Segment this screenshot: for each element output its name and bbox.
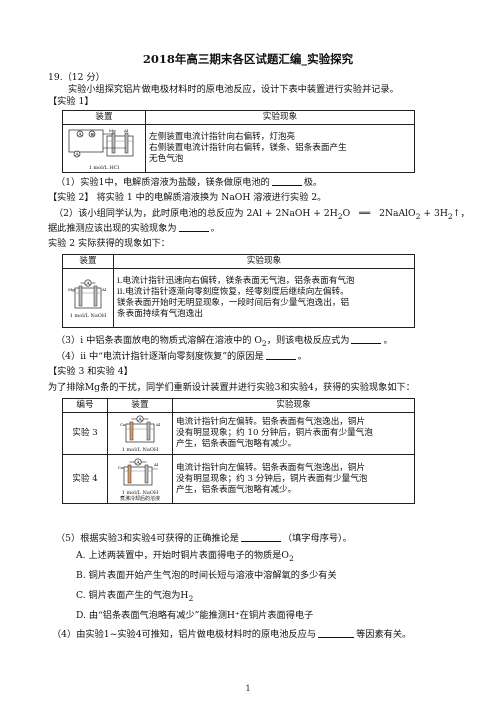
- exp1-row: 右侧装置电流计指针向右偏转，镁条、铝条表面产生: [149, 143, 347, 153]
- svg-text:A: A: [135, 459, 140, 465]
- answer-blank[interactable]: [240, 532, 281, 542]
- exp2-th-device: 装置: [62, 254, 114, 269]
- option-d[interactable]: D. 由“铝条表面气泡略有减少”能推测H⁺在铜片表面得电子: [76, 610, 314, 621]
- exp2-apparatus-diagram: A Mg Al: [68, 278, 107, 308]
- exp1-th-device: 装置: [62, 110, 146, 125]
- svg-text:A: A: [137, 417, 142, 423]
- exp3-row: 产生，铝条表面气泡略有减少。: [176, 439, 297, 449]
- exp4-row: 电流计指针向左偏转。铝条表面有气泡逸出，铜片: [176, 462, 366, 473]
- q2-line: （2）该小组同学认为，此时原电池的总反应为 2Al + 2NaOH + 2H2O…: [54, 208, 470, 221]
- exp2-row: 条表面持续有气泡逸出: [117, 309, 203, 319]
- exp4-apparatus-diagram: A Cu Al: [118, 457, 159, 485]
- svg-text:Al: Al: [101, 287, 107, 292]
- exp1-apparatus-cell: A ⊗ A Mg Al 1 mol/L HCl: [62, 124, 146, 173]
- exp34-heading: 【实验 3 和实验 4】: [48, 366, 133, 377]
- exp34-th-num: 编号: [62, 398, 108, 413]
- svg-text:Al: Al: [123, 128, 129, 133]
- exp1-heading: 【实验 1】: [48, 96, 94, 107]
- svg-text:Cu: Cu: [118, 465, 124, 470]
- option-b[interactable]: B. 铜片表面开始产生气泡的时间长短与溶液中溶解氧的多少有关: [76, 570, 337, 581]
- exp4-caption-b: 煮沸冷却后的溶液: [119, 495, 160, 502]
- exp1-apparatus-diagram: A ⊗ A Mg Al: [68, 128, 134, 158]
- exp3-row: 没有明显现象；约 10 分钟后，铜片表面有少量气泡: [176, 428, 373, 438]
- exp3-label: 实验 3: [62, 412, 108, 455]
- answer-blank[interactable]: [178, 222, 209, 232]
- svg-text:Al: Al: [155, 422, 161, 427]
- svg-text:⊗: ⊗: [90, 132, 94, 138]
- answer-blank[interactable]: [271, 176, 302, 186]
- exp2-table: 装置 实验现象 A Mg Al 1 mol/L NaOH i.电流计指针迅速向右…: [62, 254, 415, 328]
- exp1-phenomenon-cell: 左侧装置电流计指针向右偏转，灯泡亮 右侧装置电流计指针向右偏转，镁条、铝条表面产…: [145, 124, 415, 173]
- doc-title: 2018年高三期末各区试题汇编_实验探究: [142, 52, 354, 66]
- exp34-table: 编号 装置 实验现象 实验 3 A Cu Al 1 mol/L NaOH 电流计…: [62, 398, 415, 504]
- exp2-row: 镁条表面开始时无明显现象，一段时间后有少量气泡逸出，铝: [117, 298, 350, 308]
- exp2-apparatus-cell: A Mg Al 1 mol/L NaOH: [62, 268, 114, 328]
- exp1-table: 装置 实验现象 A ⊗ A Mg Al 1 mol/L HCl: [62, 110, 415, 173]
- exp3-row: 电流计指针向左偏转。铝条表面有气泡逸出，铜片: [176, 417, 366, 427]
- exp2-phenomenon-cell: i.电流计指针迅速向右偏转，镁条表面无气泡，铝条表面有气泡 ii.电流计指针逐渐…: [113, 268, 415, 328]
- exp1-th-phenomenon: 实验现象: [145, 110, 415, 125]
- exp2-th-phenomenon: 实验现象: [113, 254, 415, 269]
- question-number: 19.（12 分）: [48, 72, 105, 83]
- q4-line: （4）ii 中“电流计指针逐渐向零刻度恢复”的原因是。: [56, 350, 307, 362]
- exp4-row: 产生，铝条表面气泡略有减少。: [176, 484, 297, 495]
- svg-text:A: A: [74, 152, 79, 158]
- answer-blank[interactable]: [265, 350, 296, 360]
- answer-blank[interactable]: [318, 628, 355, 638]
- exp4-row: 没有明显现象；约 3 分钟后，铜片表面有少量气泡: [176, 473, 368, 484]
- exp2-heading-line: 【实验 2】 将实验 1 中的电解质溶液换为 NaOH 溶液进行实验 2。: [48, 192, 327, 203]
- answer-blank[interactable]: [351, 334, 382, 344]
- exp4-label: 实验 4: [62, 454, 108, 504]
- q6-line: （4）由实验1~实验4可推知，铝片做电极材料时的原电池反应与等因素有关。: [52, 628, 412, 640]
- exp1-caption: 1 mol/L HCl: [88, 165, 120, 171]
- exp1-row: 左侧装置电流计指针向右偏转，灯泡亮: [149, 132, 296, 142]
- svg-text:Mg: Mg: [109, 128, 116, 133]
- option-a[interactable]: A. 上述两装置中，开始时铜片表面得电子的物质是O2: [76, 550, 294, 563]
- exp34-intro: 为了排除Mg条的干扰，同学们重新设计装置并进行实验3和实验4，获得的实验现象如下…: [48, 382, 415, 393]
- exp3-apparatus-diagram: A Cu Al: [120, 415, 161, 443]
- exp34-th-phenomenon: 实验现象: [172, 398, 415, 413]
- q2-line2: 据此推测应该出现的实验现象为。: [48, 222, 220, 234]
- exp3-apparatus-cell: A Cu Al 1 mol/L NaOH: [107, 412, 173, 455]
- intro-text: 实验小组探究铝片做电极材料时的原电池反应，设计下表中装置进行实验并记录。: [68, 84, 399, 95]
- exp2-row: ii.电流计指针逐渐向零刻度恢复，经零刻度后继续向左偏转。: [117, 287, 349, 297]
- svg-text:A: A: [85, 280, 90, 286]
- exp3-caption: 1 mol/L NaOH: [121, 447, 159, 453]
- exp2-caption: 1 mol/L NaOH: [69, 312, 107, 319]
- exp4-apparatus-cell: A Cu Al 1 mol/L NaOH 煮沸冷却后的溶液: [107, 454, 173, 504]
- exp1-row: 无色气泡: [149, 154, 184, 164]
- exp4-caption-a: 1 mol/L NaOH: [121, 489, 159, 496]
- exp2-intro: 实验 2 实际获得的现象如下：: [48, 238, 170, 249]
- svg-text:A: A: [77, 132, 82, 138]
- exp3-phenomenon-cell: 电流计指针向左偏转。铝条表面有气泡逸出，铜片 没有明显现象；约 10 分钟后，铜…: [172, 412, 415, 455]
- exp34-th-device: 装置: [107, 398, 173, 413]
- q3-line: （3）i 中铝条表面放电的物质式溶解在溶液中的 O2，则该电极反应式为。: [56, 334, 393, 348]
- svg-text:Al: Al: [153, 462, 159, 467]
- svg-text:Mg: Mg: [68, 287, 75, 292]
- q5-line: （5）根据实验3和实验4可获得的正确推论是（填字母序号）。: [56, 532, 352, 544]
- svg-text:Cu: Cu: [120, 422, 126, 427]
- exp2-row: i.电流计指针迅速向右偏转，镁条表面无气泡，铝条表面有气泡: [117, 276, 355, 286]
- page-number: 1: [245, 684, 251, 693]
- exp4-phenomenon-cell: 电流计指针向左偏转。铝条表面有气泡逸出，铜片 没有明显现象；约 3 分钟后，铜片…: [172, 454, 415, 504]
- q1-line: （1）实验1中，电解质溶液为盐酸，镁条做原电池的极。: [56, 176, 323, 188]
- option-c[interactable]: C. 铜片表面产生的气泡为H2: [76, 590, 194, 603]
